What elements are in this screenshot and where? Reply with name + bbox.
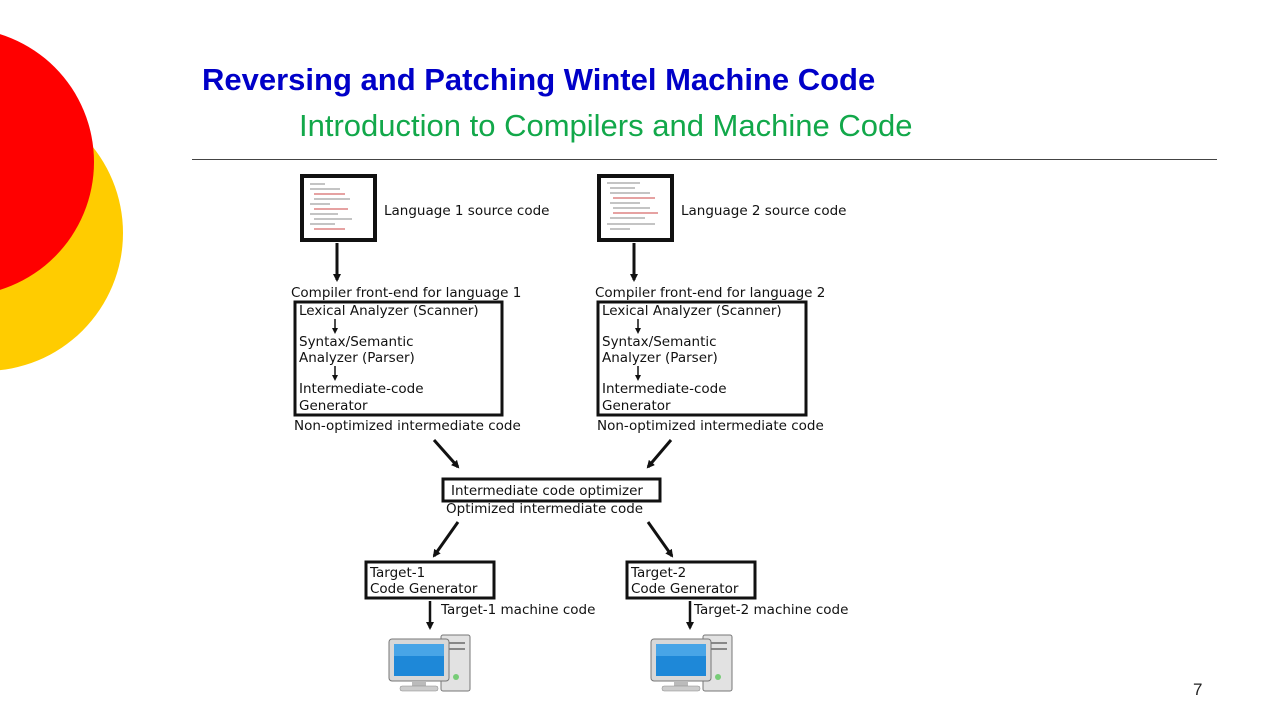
source-code-2-icon bbox=[597, 174, 674, 242]
frontend-2-intermediate-1: Intermediate-code bbox=[602, 381, 727, 397]
frontend-1-syntax-2: Analyzer (Parser) bbox=[299, 350, 415, 366]
frontend-2-lexical: Lexical Analyzer (Scanner) bbox=[602, 303, 782, 319]
arrow-optimizer-to-target1 bbox=[432, 521, 460, 558]
target-1-box bbox=[364, 560, 496, 600]
source-1-label: Language 1 source code bbox=[384, 203, 549, 219]
target-2-line1: Target-2 bbox=[630, 565, 686, 581]
target-1-line1: Target-1 bbox=[369, 565, 425, 581]
optimizer-output: Optimized intermediate code bbox=[446, 501, 643, 517]
frontend-1-lexical: Lexical Analyzer (Scanner) bbox=[299, 303, 479, 319]
target-2-line2: Code Generator bbox=[631, 581, 739, 597]
source-code-1-icon bbox=[300, 174, 377, 242]
frontend-2-output: Non-optimized intermediate code bbox=[597, 418, 824, 434]
slide-title: Reversing and Patching Wintel Machine Co… bbox=[202, 62, 876, 97]
frontend-1-intermediate-1: Intermediate-code bbox=[299, 381, 424, 397]
frontend-1-syntax-1: Syntax/Semantic bbox=[299, 334, 414, 350]
arrow-frontend2-to-optimizer bbox=[646, 439, 673, 469]
frontend-2-label: Compiler front-end for language 2 bbox=[595, 285, 825, 301]
arrow-frontend1-to-optimizer bbox=[432, 439, 460, 469]
frontend-2-syntax-2: Analyzer (Parser) bbox=[602, 350, 718, 366]
optimizer-box bbox=[441, 477, 662, 503]
target-2-output: Target-2 machine code bbox=[693, 602, 848, 618]
frontend-2-intermediate-2: Generator bbox=[602, 398, 671, 414]
target-1-line2: Code Generator bbox=[370, 581, 478, 597]
decorative-circles bbox=[0, 34, 123, 371]
frontend-1-output: Non-optimized intermediate code bbox=[294, 418, 521, 434]
frontend-2-syntax-1: Syntax/Semantic bbox=[602, 334, 717, 350]
frontend-2-box bbox=[596, 300, 808, 417]
computer-1-icon bbox=[388, 634, 471, 692]
page-number: 7 bbox=[1193, 680, 1203, 699]
target-1-output: Target-1 machine code bbox=[440, 602, 595, 618]
red-circle bbox=[0, 34, 94, 290]
slide-subtitle: Introduction to Compilers and Machine Co… bbox=[299, 108, 913, 143]
title-divider bbox=[192, 159, 1217, 160]
frontend-1-label: Compiler front-end for language 1 bbox=[291, 285, 521, 301]
arrow-optimizer-to-target2 bbox=[646, 521, 674, 558]
frontend-1-box bbox=[293, 300, 504, 417]
target-2-box bbox=[625, 560, 757, 600]
source-2-label: Language 2 source code bbox=[681, 203, 846, 219]
optimizer-label: Intermediate code optimizer bbox=[451, 483, 643, 499]
frontend-1-intermediate-2: Generator bbox=[299, 398, 368, 414]
computer-2-icon bbox=[650, 634, 733, 692]
